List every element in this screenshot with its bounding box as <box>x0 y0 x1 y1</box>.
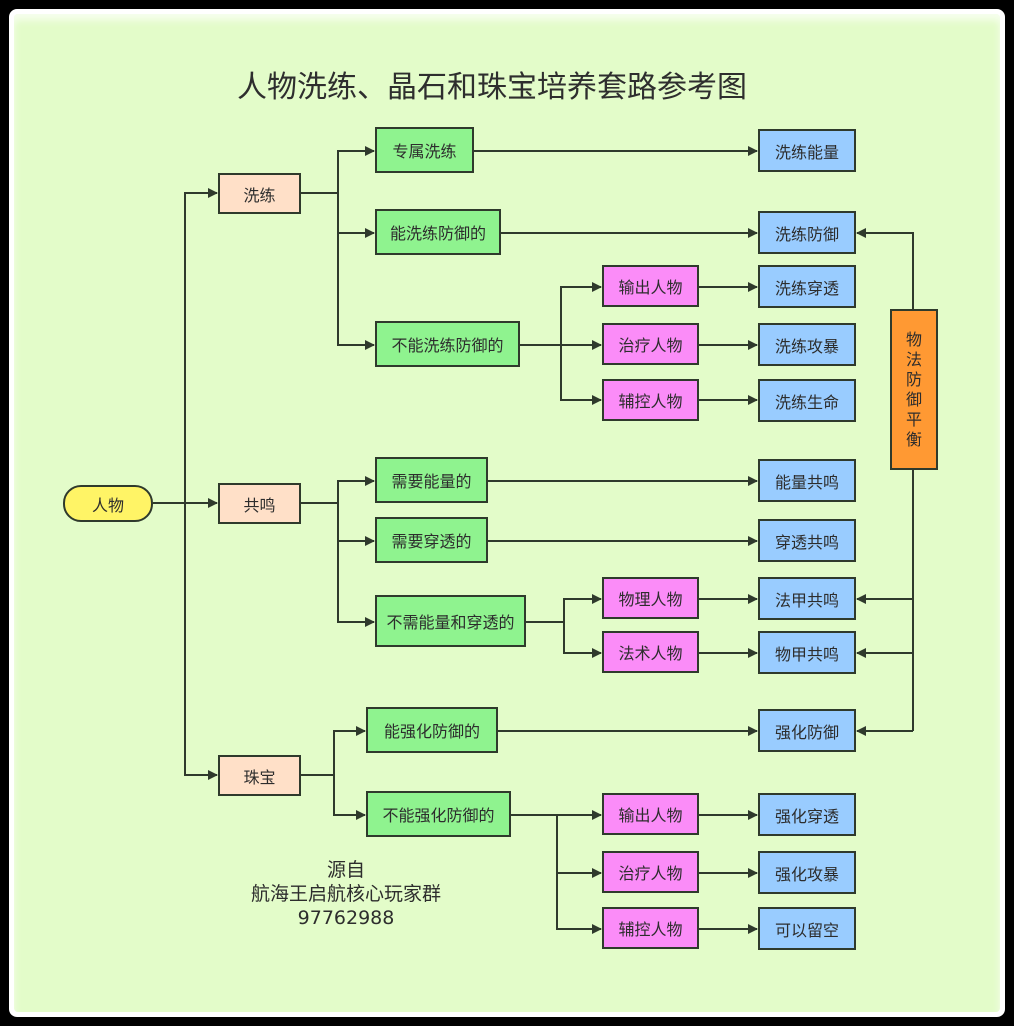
node-result: 物甲共鸣 <box>758 631 856 674</box>
node-role: 治疗人物 <box>602 323 699 365</box>
edge-buneng-shuchu <box>560 282 602 345</box>
node-label: 辅控人物 <box>618 392 683 411</box>
credit-line-source: 源自 <box>326 859 365 881</box>
node-label: 输出人物 <box>618 278 683 297</box>
node-label: 需要穿透的 <box>391 532 472 551</box>
node-condition: 不能洗练防御的 <box>375 321 520 367</box>
edge-qhbuneng-fukong <box>556 873 602 934</box>
edge-qhbuneng-zhiliao <box>556 815 602 878</box>
diagram-title: 人物洗练、晶石和珠宝培养套路参考图 <box>237 70 747 105</box>
node-label: 洗练 <box>243 185 276 205</box>
node-condition: 专属洗练 <box>375 127 474 173</box>
balance-char: 法 <box>905 349 922 369</box>
node-result: 可以留空 <box>758 907 856 950</box>
node-label: 能强化防御的 <box>383 722 480 741</box>
edge-xilian-buneng <box>337 233 375 350</box>
node-condition: 能强化防御的 <box>366 707 498 753</box>
node-role: 法术人物 <box>602 631 699 673</box>
edge-balance-xlfy <box>856 228 914 310</box>
edge-gongming-ct <box>337 503 375 546</box>
node-label: 强化攻暴 <box>774 864 839 884</box>
node-label: 可以留空 <box>774 920 839 940</box>
node-label: 需要能量的 <box>391 472 472 491</box>
node-category-xilian: 洗练 <box>218 173 301 214</box>
node-label: 不能强化防御的 <box>382 806 495 825</box>
node-label: 治疗人物 <box>618 864 683 883</box>
node-condition: 不需能量和穿透的 <box>375 595 526 647</box>
edge-bux-fashu <box>563 622 602 658</box>
node-role: 输出人物 <box>602 793 699 835</box>
node-role: 物理人物 <box>602 577 699 619</box>
node-role: 输出人物 <box>602 265 699 307</box>
node-label: 洗练穿透 <box>774 278 839 298</box>
node-label: 法术人物 <box>618 644 683 663</box>
node-category-zhubao: 珠宝 <box>218 755 301 796</box>
node-root: 人物 <box>63 485 153 522</box>
balance-char: 平 <box>905 409 922 429</box>
diagram-canvas <box>14 14 1000 1012</box>
node-label: 物甲共鸣 <box>774 644 839 664</box>
node-label: 不需能量和穿透的 <box>386 613 515 632</box>
node-label: 输出人物 <box>618 806 683 825</box>
node-label: 治疗人物 <box>618 336 683 355</box>
edge-buneng-fukong <box>560 345 602 405</box>
node-label: 强化穿透 <box>774 806 839 826</box>
node-result: 洗练能量 <box>758 129 856 172</box>
node-label: 专属洗练 <box>392 142 457 161</box>
node-result: 强化攻暴 <box>758 851 856 894</box>
node-label: 法甲共鸣 <box>774 590 839 610</box>
node-label: 珠宝 <box>243 767 276 787</box>
edge-zhubao-neng <box>333 726 366 775</box>
node-balance: 物 法 防 御 平 衡 <box>890 309 938 470</box>
balance-char: 物 <box>905 329 922 349</box>
node-result: 强化穿透 <box>758 793 856 836</box>
node-category-gongming: 共鸣 <box>218 483 301 524</box>
node-result: 穿透共鸣 <box>758 519 856 562</box>
balance-char: 防 <box>905 369 922 389</box>
node-result: 能量共鸣 <box>758 459 856 502</box>
edge-root-zhubao <box>184 503 218 780</box>
edge-zhubao-buneng <box>333 775 366 820</box>
node-label: 不能洗练防御的 <box>391 336 504 355</box>
node-label: 辅控人物 <box>618 920 683 939</box>
credit-line-number: 97762988 <box>297 907 395 929</box>
node-role: 治疗人物 <box>602 851 699 893</box>
node-role: 辅控人物 <box>602 379 699 421</box>
node-result: 洗练生命 <box>758 379 856 422</box>
node-result: 洗练穿透 <box>758 265 856 308</box>
edge-xilian-zhuanshu <box>337 146 375 193</box>
node-result: 强化防御 <box>758 709 856 752</box>
node-label: 洗练生命 <box>774 392 839 412</box>
node-label: 洗练能量 <box>774 142 839 162</box>
node-label: 能量共鸣 <box>774 472 839 492</box>
node-condition: 需要能量的 <box>375 457 488 503</box>
node-label: 洗练防御 <box>774 224 839 244</box>
credit-text: 源自 航海王启航核心玩家群 97762988 <box>236 858 456 930</box>
edge-gongming-nl <box>337 476 375 503</box>
node-label: 共鸣 <box>243 495 276 515</box>
node-label: 洗练攻暴 <box>774 336 839 356</box>
node-role: 辅控人物 <box>602 907 699 949</box>
node-label: 能洗练防御的 <box>389 224 486 243</box>
edge-bux-wuli <box>563 594 602 622</box>
node-condition: 需要穿透的 <box>375 517 488 563</box>
node-condition: 能洗练防御的 <box>375 209 501 255</box>
node-label: 强化防御 <box>774 722 839 742</box>
node-label: 物理人物 <box>618 590 683 609</box>
node-label: 人物 <box>91 495 124 515</box>
balance-char: 御 <box>905 389 922 409</box>
credit-line-group: 航海王启航核心玩家群 <box>250 883 441 905</box>
node-result: 法甲共鸣 <box>758 577 856 620</box>
node-result: 洗练防御 <box>758 211 856 254</box>
edge-gongming-bux <box>337 541 375 627</box>
node-result: 洗练攻暴 <box>758 323 856 366</box>
node-label: 穿透共鸣 <box>774 532 839 552</box>
balance-char: 衡 <box>905 429 922 449</box>
edge-root-xilian <box>184 188 218 503</box>
edge-xilian-neng <box>337 193 375 238</box>
node-condition: 不能强化防御的 <box>366 791 511 837</box>
